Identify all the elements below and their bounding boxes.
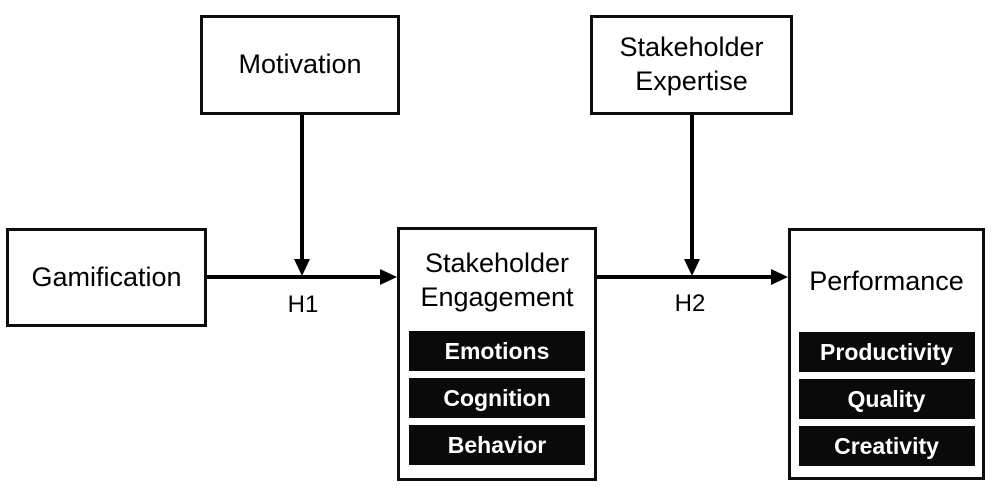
- node-stakeholder-engagement-label: Stakeholder Engagement: [420, 247, 574, 312]
- node-stakeholder-engagement: Stakeholder Engagement Emotions Cognitio…: [397, 227, 597, 481]
- node-gamification: Gamification: [6, 228, 207, 327]
- hypothesis-label-h1: H1: [287, 291, 319, 318]
- component-emotions: Emotions: [409, 331, 585, 371]
- node-stakeholder-expertise: Stakeholder Expertise: [590, 15, 793, 115]
- hypothesis-label-h2: H2: [674, 290, 706, 317]
- arrowhead-down-icon: [684, 259, 700, 276]
- arrowhead-right-icon: [771, 269, 788, 285]
- node-performance-label: Performance: [809, 265, 964, 296]
- arrow-h1-gamification-to-engagement: [207, 269, 397, 285]
- component-creativity: Creativity: [798, 426, 975, 466]
- component-cognition: Cognition: [409, 378, 585, 418]
- arrowhead-right-icon: [380, 269, 397, 285]
- arrowhead-down-icon: [294, 259, 310, 276]
- engagement-components: Emotions Cognition Behavior: [409, 331, 585, 465]
- performance-components: Productivity Quality Creativity: [798, 332, 975, 466]
- node-motivation: Motivation: [200, 15, 400, 115]
- node-gamification-label: Gamification: [31, 261, 182, 292]
- component-behavior: Behavior: [409, 425, 585, 465]
- component-quality: Quality: [798, 379, 975, 419]
- node-motivation-label: Motivation: [238, 49, 362, 80]
- arrow-h2-engagement-to-performance: [597, 269, 788, 285]
- node-stakeholder-expertise-label: Stakeholder Expertise: [619, 32, 764, 96]
- node-performance: Performance Productivity Quality Creativ…: [788, 228, 985, 480]
- component-productivity: Productivity: [798, 332, 975, 372]
- arrow-expertise-moderator: [684, 115, 700, 276]
- arrow-motivation-moderator: [294, 115, 310, 276]
